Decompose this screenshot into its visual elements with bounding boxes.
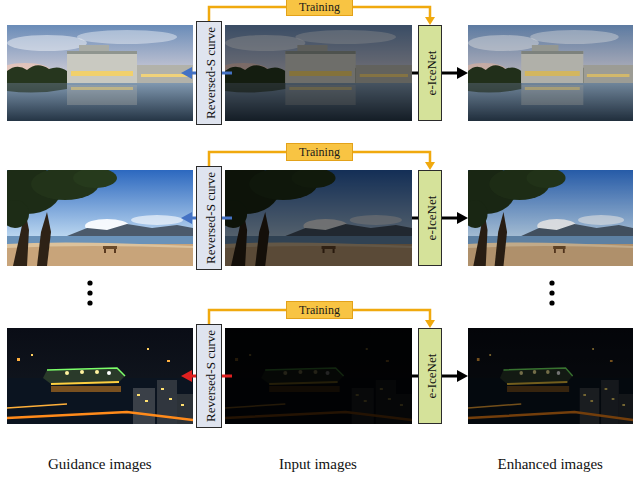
network-box: e-IceNet — [418, 328, 442, 424]
arrow-head — [425, 162, 435, 170]
edge-label: Training — [286, 301, 353, 319]
input-image — [217, 25, 412, 121]
darkening — [225, 25, 412, 121]
column-label: Enhanced images — [498, 455, 603, 473]
box-label: e-IceNet — [424, 51, 439, 96]
enhanced-image — [468, 328, 633, 424]
curve-box: Reversed-S curve — [196, 21, 222, 125]
enhanced-image — [456, 166, 633, 266]
arrow-head — [425, 320, 435, 328]
box-label: e-IceNet — [424, 354, 439, 399]
input-image — [211, 166, 412, 266]
column-label: Input images — [279, 455, 357, 473]
guidance-image — [0, 166, 193, 266]
darkening — [225, 170, 412, 266]
darkening — [468, 328, 633, 424]
image-row — [0, 166, 633, 266]
enhanced-image — [461, 25, 633, 121]
curve-box: Reversed-S curve — [196, 324, 222, 428]
darkening — [468, 170, 633, 266]
box-label: Reversed-S curve — [203, 27, 218, 119]
guidance-image — [0, 25, 193, 121]
image-row — [7, 328, 633, 424]
darkening — [468, 25, 633, 121]
input-image — [225, 328, 412, 424]
guidance-image — [7, 328, 193, 424]
network-box: e-IceNet — [418, 170, 442, 266]
column-label: Guidance images — [48, 455, 152, 473]
box-label: Reversed-S curve — [203, 330, 218, 422]
network-box: e-IceNet — [418, 25, 442, 121]
box-label: e-IceNet — [424, 196, 439, 241]
edge-label: Training — [286, 143, 353, 161]
darkening — [225, 328, 412, 424]
arrow-head — [425, 17, 435, 25]
curve-box: Reversed-S curve — [196, 166, 222, 270]
edge-label: Training — [286, 0, 353, 16]
image-row — [0, 25, 633, 121]
box-label: Reversed-S curve — [203, 172, 218, 264]
